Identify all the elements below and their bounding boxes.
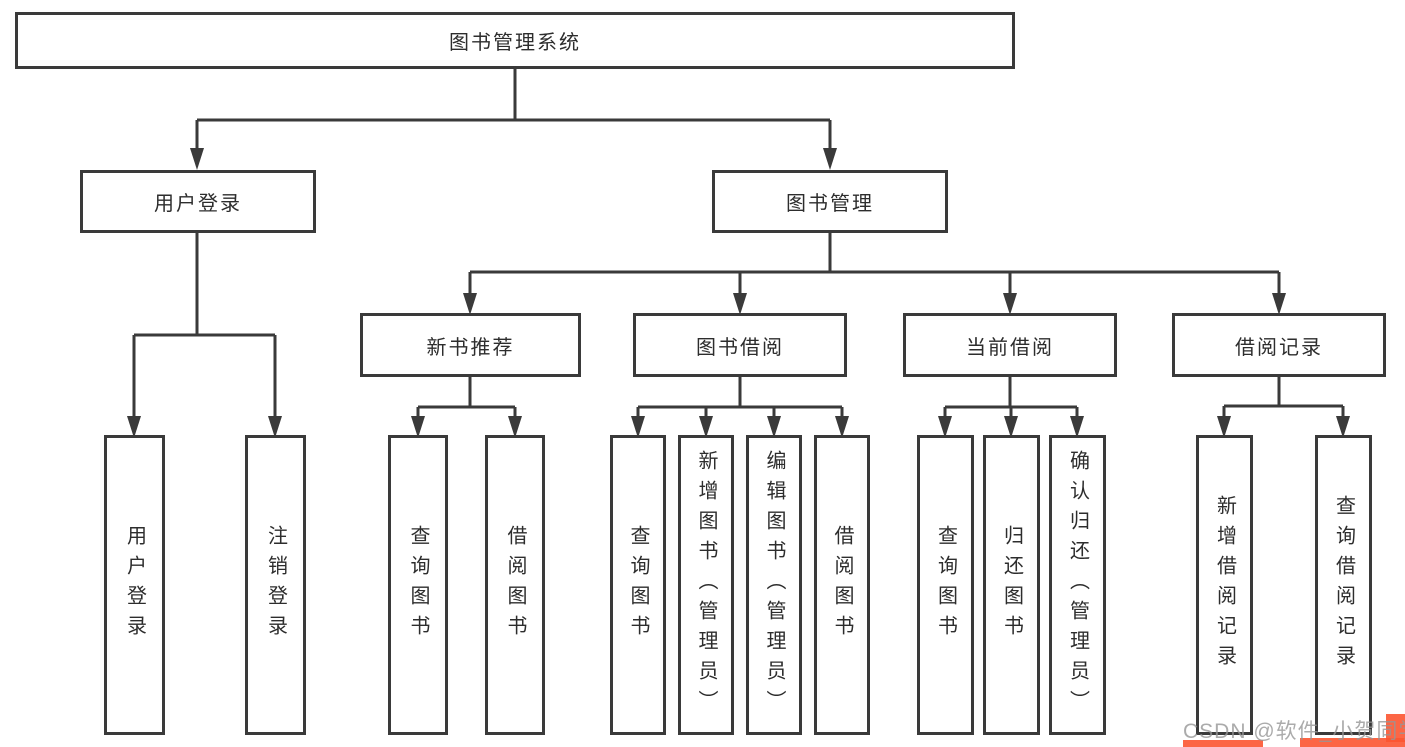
leaf-query-books-recommend: 查询图书: [388, 435, 448, 735]
watermark-red-bar-left: [1183, 740, 1263, 747]
leaf-add-books-admin: 新增图书（管理员）: [678, 435, 734, 735]
leaf-edit-books-admin-label: 编辑图书（管理员）: [763, 450, 785, 720]
node-borrow-records: 借阅记录: [1172, 313, 1386, 377]
leaf-borrow-books-label: 借阅图书: [831, 525, 853, 645]
leaf-return-books-label: 归还图书: [1000, 525, 1023, 645]
node-book-management: 图书管理: [712, 170, 948, 233]
watermark-red-corner: [1386, 714, 1405, 742]
node-new-book-recommend: 新书推荐: [360, 313, 581, 377]
leaf-query-books-recommend-label: 查询图书: [407, 525, 429, 645]
node-user-login: 用户登录: [80, 170, 316, 233]
leaf-query-books-current-label: 查询图书: [934, 525, 957, 645]
leaf-logout-login: 注销登录: [245, 435, 306, 735]
leaf-return-books: 归还图书: [983, 435, 1040, 735]
leaf-query-books-borrow-label: 查询图书: [627, 525, 649, 645]
leaf-add-borrow-record: 新增借阅记录: [1196, 435, 1253, 735]
leaf-query-books-borrow: 查询图书: [610, 435, 666, 735]
node-current-borrow: 当前借阅: [903, 313, 1117, 377]
leaf-logout-login-label: 注销登录: [264, 525, 287, 645]
watermark-red-bar-right: [1300, 738, 1405, 747]
leaf-user-login-label: 用户登录: [123, 525, 146, 645]
leaf-user-login: 用户登录: [104, 435, 165, 735]
leaf-confirm-return-admin-label: 确认归还（管理员）: [1066, 450, 1089, 720]
leaf-query-borrow-record: 查询借阅记录: [1315, 435, 1372, 735]
node-book-borrow: 图书借阅: [633, 313, 847, 377]
leaf-query-borrow-record-label: 查询借阅记录: [1332, 495, 1355, 675]
leaf-borrow-books-recommend: 借阅图书: [485, 435, 545, 735]
leaf-borrow-books-recommend-label: 借阅图书: [504, 525, 526, 645]
leaf-add-borrow-record-label: 新增借阅记录: [1213, 495, 1236, 675]
leaf-query-books-current: 查询图书: [917, 435, 974, 735]
csdn-watermark: CSDN @软件_小贺同学: [1183, 720, 1405, 743]
leaf-confirm-return-admin: 确认归还（管理员）: [1049, 435, 1106, 735]
node-library-management-system: 图书管理系统: [15, 12, 1015, 69]
leaf-borrow-books: 借阅图书: [814, 435, 870, 735]
leaf-add-books-admin-label: 新增图书（管理员）: [695, 450, 717, 720]
leaf-edit-books-admin: 编辑图书（管理员）: [746, 435, 802, 735]
